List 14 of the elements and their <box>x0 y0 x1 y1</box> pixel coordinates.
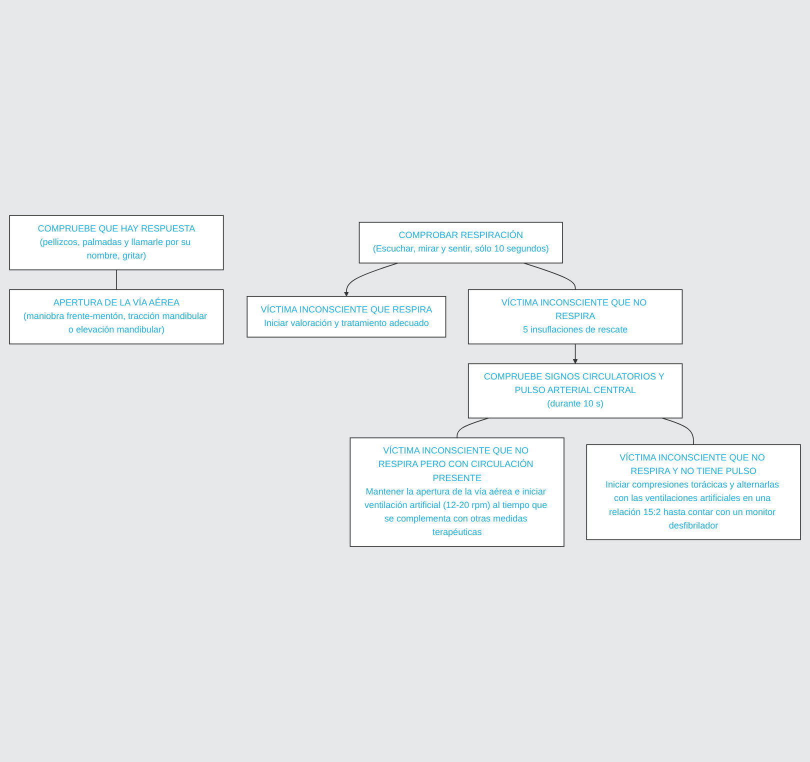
node-box: VÍCTIMA INCONSCIENTE QUE NO RESPIRA 5 insuflaciones de rescate <box>468 289 683 344</box>
node-box: COMPRUEBE QUE HAY RESPUESTA (pellizcos, palmadas y llamarle por su nombre, gritar) <box>9 215 224 270</box>
node-box: COMPRUEBE SIGNOS CIRCULATORIOS Y PULSO ARTERIAL CENTRAL (durante 10 s) <box>468 363 683 418</box>
connector <box>456 418 490 438</box>
node-box: COMPROBAR RESPIRACIÓN (Escuchar, mirar y sentir, sólo 10 segundos) <box>358 222 563 264</box>
arrow <box>344 262 398 297</box>
node-box: APERTURA DE LA VÍA AÉREA (maniobra frente-mentón, tracción mandibular o elevación mandibular) <box>9 289 224 344</box>
node-box: VÍCTIMA INCONSCIENTE QUE NO RESPIRA Y NO TIENE PULSO Iniciar compresiones torácicas y alternarlas con las ventilaciones artificiales en una relación 15:2 hasta contar con un monitor desfibrilador <box>586 444 801 540</box>
connector <box>662 418 694 446</box>
connector <box>523 262 576 290</box>
arrow <box>572 344 578 364</box>
node-box: VÍCTIMA INCONSCIENTE QUE RESPIRA Iniciar valoración y tratamiento adecuado <box>246 296 446 338</box>
connector <box>116 269 117 290</box>
node-box: VÍCTIMA INCONSCIENTE QUE NO RESPIRA PERO CON CIRCULACIÓN PRESENTE Mantener la apertura de la vía aérea e iniciar ventilación artificial (12-20 rpm) al tiempo que se complementa con otras medidas terapéuticas <box>350 437 564 547</box>
